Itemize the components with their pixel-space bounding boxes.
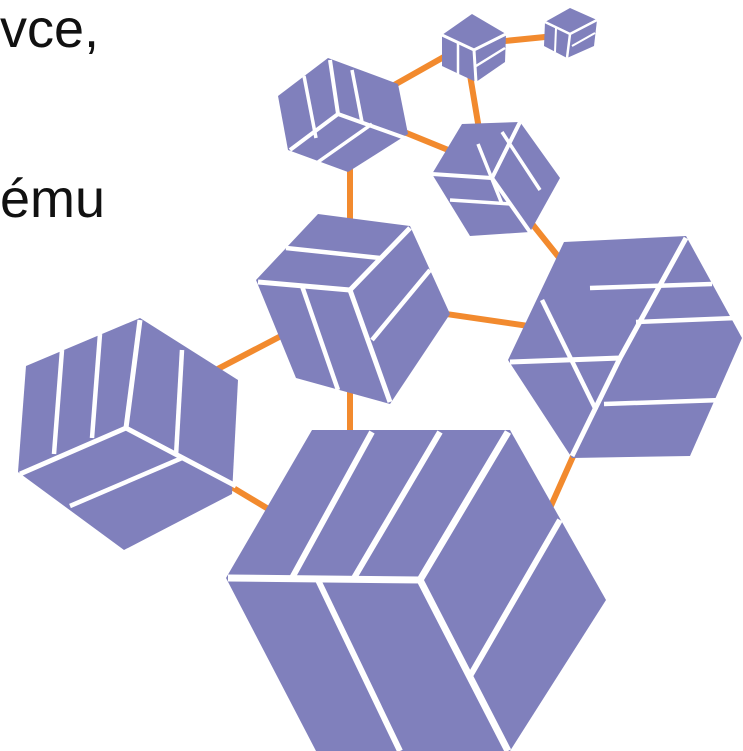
cube-large-bottom	[226, 430, 606, 751]
cube-left	[18, 318, 238, 550]
cube-middle	[256, 214, 450, 404]
cube-upper-right	[432, 122, 560, 236]
cube-tiny-right	[544, 8, 597, 58]
cube-right	[508, 236, 742, 458]
cube-small-top	[442, 14, 506, 82]
cube-upper-left	[278, 58, 408, 172]
